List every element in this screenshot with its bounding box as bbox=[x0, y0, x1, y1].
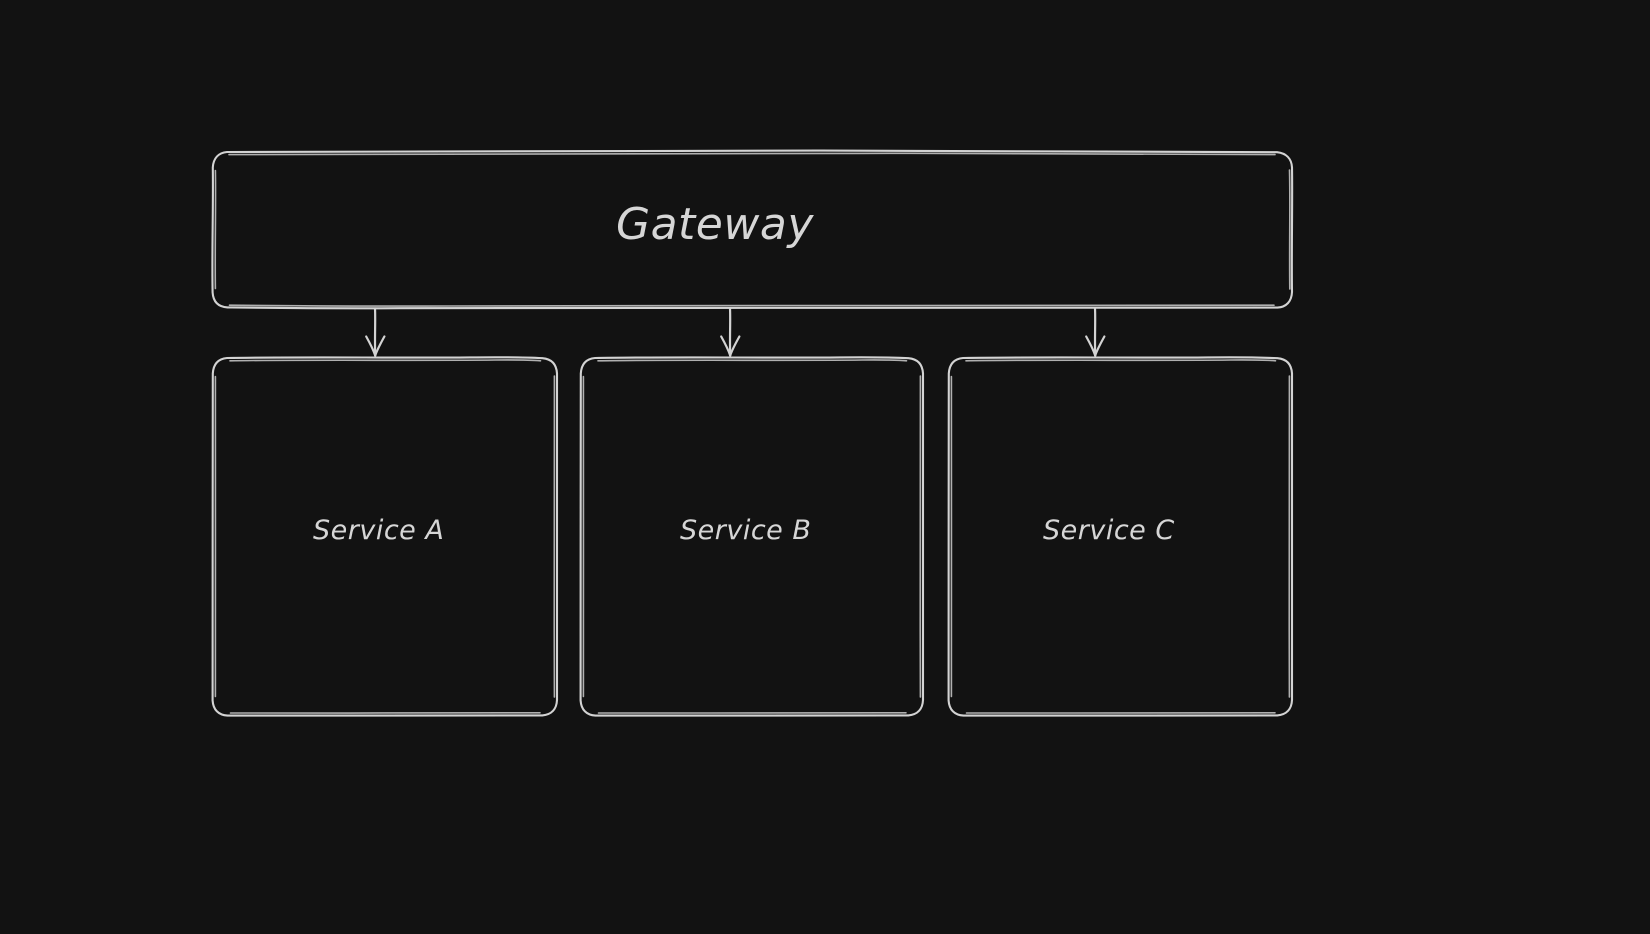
node-service-c-shape[interactable] bbox=[947, 356, 1294, 717]
node-label-gateway: Gateway bbox=[616, 199, 814, 250]
node-gateway-shape[interactable] bbox=[211, 149, 1294, 310]
node-service-a-shape[interactable] bbox=[211, 356, 559, 717]
edge-gateway-to-service-c[interactable] bbox=[1085, 307, 1106, 357]
edge-gateway-to-service-b[interactable] bbox=[720, 307, 741, 357]
node-service-b-shape[interactable] bbox=[579, 356, 925, 717]
node-label-service-b: Service B bbox=[680, 515, 812, 546]
node-label-service-c: Service C bbox=[1043, 515, 1175, 546]
node-label-service-a: Service A bbox=[313, 515, 445, 546]
edge-gateway-to-service-a[interactable] bbox=[365, 307, 386, 357]
